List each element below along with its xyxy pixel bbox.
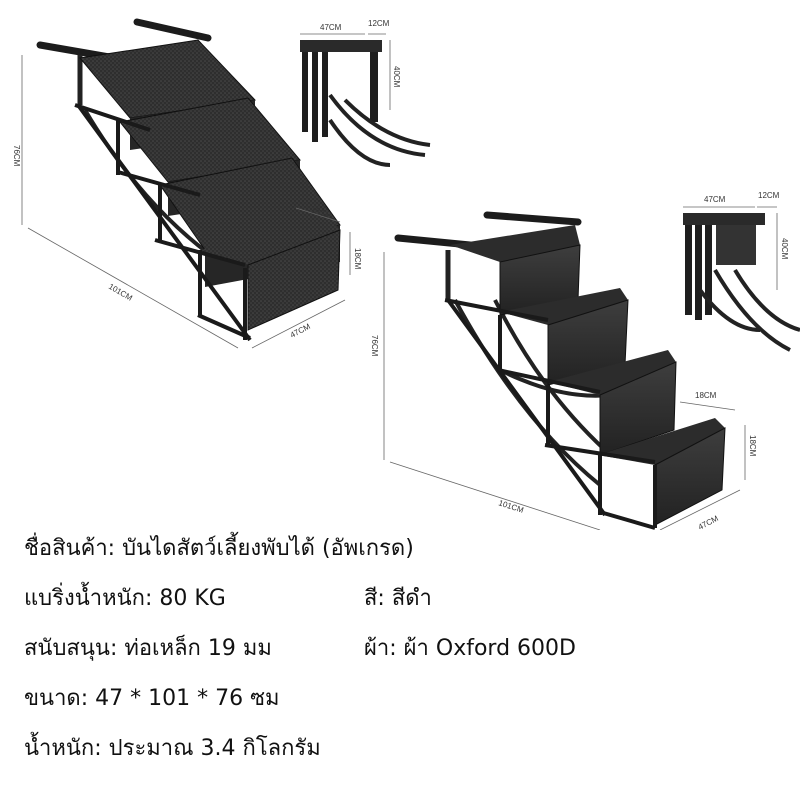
stairs-unfolded-plain xyxy=(394,211,726,530)
spec-weight: น้ำหนัก: ประมาณ 3.4 กิโลกรัม xyxy=(24,736,321,761)
dim-folded-depth-left: 12CM xyxy=(368,19,390,28)
spec-support: สนับสนุน: ท่อเหล็ก 19 มม xyxy=(24,636,272,661)
dim-folded-height-right: 40CM xyxy=(780,238,789,260)
dim-length-left: 101CM xyxy=(107,282,134,303)
spec-name: ชื่อสินค้า: บันไดสัตว์เลี้ยงพับได้ (อัพเ… xyxy=(24,536,414,561)
dim-height-left: 76CM xyxy=(12,145,21,167)
dim-folded-height-left: 40CM xyxy=(392,66,401,88)
dim-step-depth-right: 18CM xyxy=(695,391,717,400)
stairs-folded-textured xyxy=(300,40,431,167)
spec-color: สี: สีดำ xyxy=(364,586,432,611)
spec-load: แบริ่งน้ำหนัก: 80 KG xyxy=(24,586,226,611)
dim-step-height-right: 18CM xyxy=(748,435,757,457)
product-specs: ชื่อสินค้า: บันไดสัตว์เลี้ยงพับได้ (อัพเ… xyxy=(24,526,784,786)
stairs-plain-dimensions xyxy=(383,252,746,530)
spec-fabric: ผ้า: ผ้า Oxford 600D xyxy=(364,636,576,661)
dim-width-left: 47CM xyxy=(289,322,312,340)
dim-folded-width-right: 47CM xyxy=(704,195,726,204)
product-illustration: 76CM 101CM 47CM 18CM 18CM 47CM 12CM 40CM xyxy=(12,18,800,530)
folded-dimensions-left xyxy=(300,33,391,110)
spec-row-support-fabric: สนับสนุน: ท่อเหล็ก 19 มม ผ้า: ผ้า Oxford… xyxy=(24,634,764,664)
dim-folded-depth-right: 12CM xyxy=(758,191,780,200)
dim-step-height-left: 18CM xyxy=(353,248,362,270)
spec-size: ขนาด: 47 * 101 * 76 ซม xyxy=(24,686,280,711)
dim-height-right: 76CM xyxy=(370,335,379,357)
stairs-unfolded-dimensions xyxy=(21,55,351,349)
dim-folded-width-left: 47CM xyxy=(320,23,342,32)
stairs-folded-plain xyxy=(683,213,800,352)
spec-row-load-color: แบริ่งน้ำหนัก: 80 KG สี: สีดำ xyxy=(24,584,764,614)
folded-dimensions-right xyxy=(683,206,778,290)
stairs-unfolded-textured xyxy=(36,18,341,342)
